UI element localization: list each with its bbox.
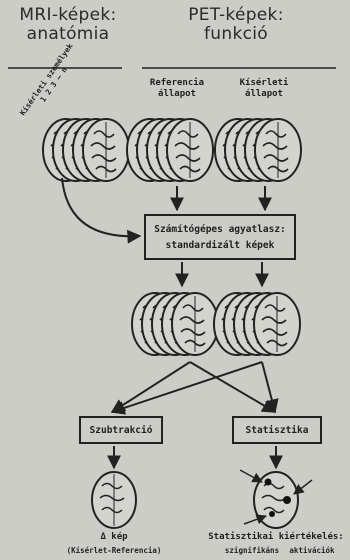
standardized-left-stack <box>132 293 218 355</box>
pet-header-title: PET-képek: <box>150 6 322 25</box>
stat-result-label: Statisztikai kiértékelés: <box>206 532 346 543</box>
mri-header: MRI-képek: anatómia <box>4 6 132 44</box>
statistics-box: Statisztika <box>232 416 322 444</box>
delta-label: Δ kép <box>54 532 174 543</box>
pet-reference-stack <box>127 119 213 181</box>
statistics-label: Statisztika <box>234 425 320 436</box>
experimental-label-line1: Kísérleti <box>222 78 306 89</box>
reference-label-line1: Referencia <box>135 78 219 89</box>
arrow-left-to-sub <box>112 362 190 412</box>
delta-brain-image <box>92 472 136 528</box>
pet-header: PET-képek: funkció <box>150 6 322 44</box>
reference-label-line2: állapot <box>135 89 219 100</box>
pet-header-subtitle: funkció <box>150 25 322 44</box>
subtraction-box: Szubtrakció <box>79 416 163 444</box>
arrow-mri-to-atlas <box>62 178 140 236</box>
atlas-box-line2: standardizált képek <box>146 240 294 251</box>
subtraction-label: Szubtrakció <box>81 425 161 436</box>
atlas-box-line1: Számítógépes agyatlasz: <box>146 224 294 235</box>
activation-pointer-1 <box>294 480 312 494</box>
experimental-label-line2: állapot <box>222 89 306 100</box>
arrow-cross-right-to-sub <box>112 362 262 412</box>
arrow-cross-left-to-stat <box>190 362 275 412</box>
experimental-state-label: Kísérleti állapot <box>222 78 306 100</box>
activation-pointer-2 <box>240 470 262 482</box>
delta-result-label: Δ kép <box>54 532 174 543</box>
atlas-box: Számítógépes agyatlasz: standardizált ké… <box>144 214 296 260</box>
mri-brain-stack <box>43 119 129 181</box>
delta-sublabel: (Kísérlet-Referencia) <box>50 546 178 555</box>
stat-sublabel-activations: aktivációk <box>284 546 340 555</box>
mri-header-title: MRI-képek: <box>4 6 132 25</box>
statistical-brain-image <box>240 470 312 528</box>
standardized-right-stack <box>214 293 300 355</box>
stat-sublabel-significant: szignifikáns <box>222 546 282 555</box>
reference-state-label: Referencia állapot <box>135 78 219 100</box>
pet-experimental-stack <box>215 119 301 181</box>
